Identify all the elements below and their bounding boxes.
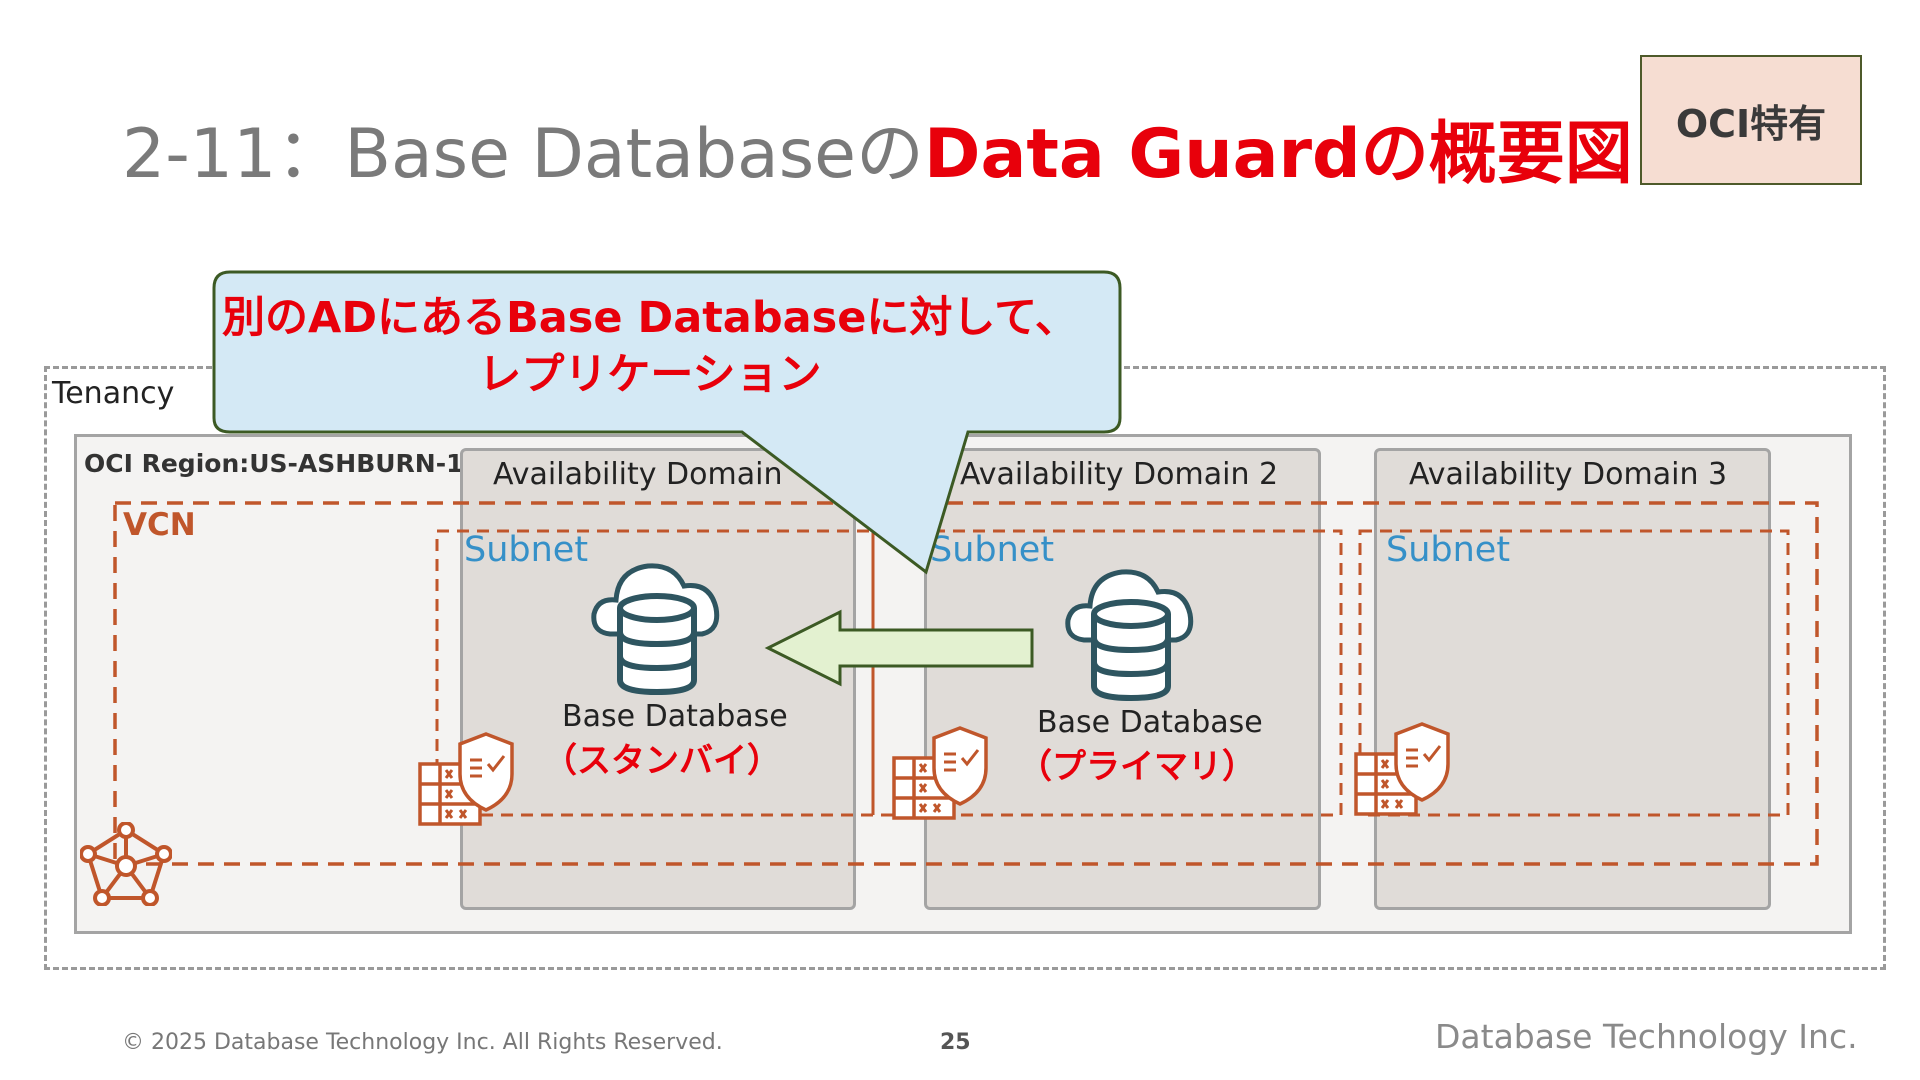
- title-highlight: Data Guardの概要図: [924, 115, 1633, 194]
- title-prefix: 2-11：Base Databaseの: [122, 115, 924, 194]
- tenancy-label: Tenancy: [52, 376, 175, 411]
- company-logo: Database Technology Inc.: [1435, 1017, 1858, 1056]
- database-cloud-icon: [1065, 569, 1194, 702]
- standby-db-role: （スタンバイ）: [543, 741, 781, 781]
- availability-domain-3: [1374, 448, 1771, 910]
- standby-db-name: Base Database: [562, 699, 788, 734]
- subnet-3-label: Subnet: [1386, 530, 1511, 570]
- security-list-icon: [418, 732, 514, 826]
- availability-domain-3-label: Availability Domain 3: [1409, 457, 1728, 492]
- primary-db-role: （プライマリ）: [1018, 747, 1256, 787]
- region-label: OCI Region:US-ASHBURN-1: [84, 449, 464, 478]
- availability-domain-2-label: Availability Domain 2: [960, 457, 1279, 492]
- primary-db-name: Base Database: [1037, 705, 1263, 740]
- security-list-icon: [1354, 722, 1450, 816]
- page-number: 25: [940, 1030, 971, 1055]
- footer-copyright: © 2025 Database Technology Inc. All Righ…: [122, 1030, 723, 1055]
- callout-text: 別のADにあるBase Databaseに対して、 レプリケーション: [222, 293, 1078, 400]
- slide-title: 2-11：Base DatabaseのData Guardの概要図 2: [122, 98, 1698, 197]
- vcn-label: VCN: [123, 507, 196, 543]
- replication-arrow-icon: [764, 609, 1034, 687]
- security-list-icon: [892, 726, 988, 820]
- database-cloud-icon: [591, 563, 720, 696]
- subnet-2-label: Subnet: [930, 530, 1055, 570]
- subnet-2-boundary: [871, 529, 1343, 817]
- subnet-1-label: Subnet: [464, 530, 589, 570]
- vcn-network-icon: [80, 822, 172, 906]
- vcn-boundary: [113, 501, 1819, 866]
- subnet-3-boundary: [1358, 529, 1790, 817]
- oci-specific-badge: OCI特有: [1640, 55, 1862, 185]
- availability-domain-1-label: Availability Domain: [493, 457, 783, 492]
